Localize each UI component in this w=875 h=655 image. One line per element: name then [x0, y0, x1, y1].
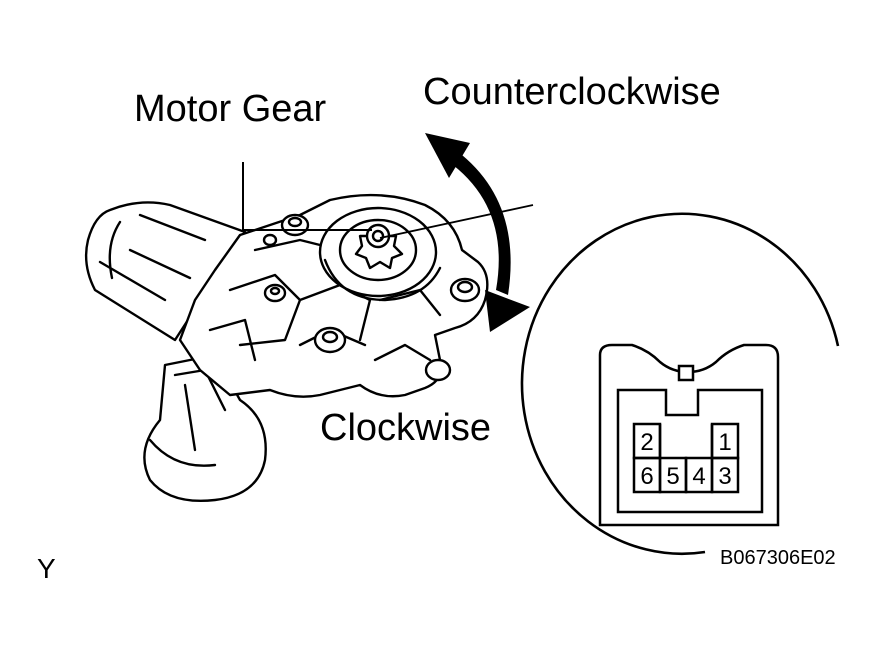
pin-label: 3 — [718, 463, 731, 490]
motor-gear-spline — [354, 223, 404, 270]
counterclockwise-label: Counterclockwise — [423, 71, 721, 113]
lower-bracket — [143, 353, 267, 502]
window-regulator-motor — [84, 193, 489, 502]
counterclockwise-arrowhead — [425, 133, 470, 178]
rotation-arrow — [425, 133, 530, 332]
connector-face — [616, 388, 764, 514]
pin-label: 5 — [666, 463, 679, 490]
pin-label: 1 — [718, 429, 731, 456]
pin-label: 2 — [640, 429, 653, 456]
axis-pointer-line — [379, 204, 534, 239]
clockwise-label: Clockwise — [320, 407, 492, 449]
motor-gear-leader-line — [242, 162, 372, 231]
motor-gear-label: Motor Gear — [134, 88, 327, 130]
connector-pin-labels: 2 1 6 5 4 3 — [640, 429, 731, 490]
pin-label: 6 — [640, 463, 653, 490]
motor-housing — [84, 201, 247, 342]
connector-detail — [520, 212, 840, 556]
connector-latch — [677, 364, 695, 382]
corner-mark: Y — [37, 553, 56, 584]
figure-code: B067306E02 — [720, 547, 836, 569]
detail-circle — [520, 212, 840, 556]
clockwise-arrowhead — [485, 290, 530, 332]
pin-label: 4 — [692, 463, 705, 490]
housing-bolts — [262, 213, 481, 382]
